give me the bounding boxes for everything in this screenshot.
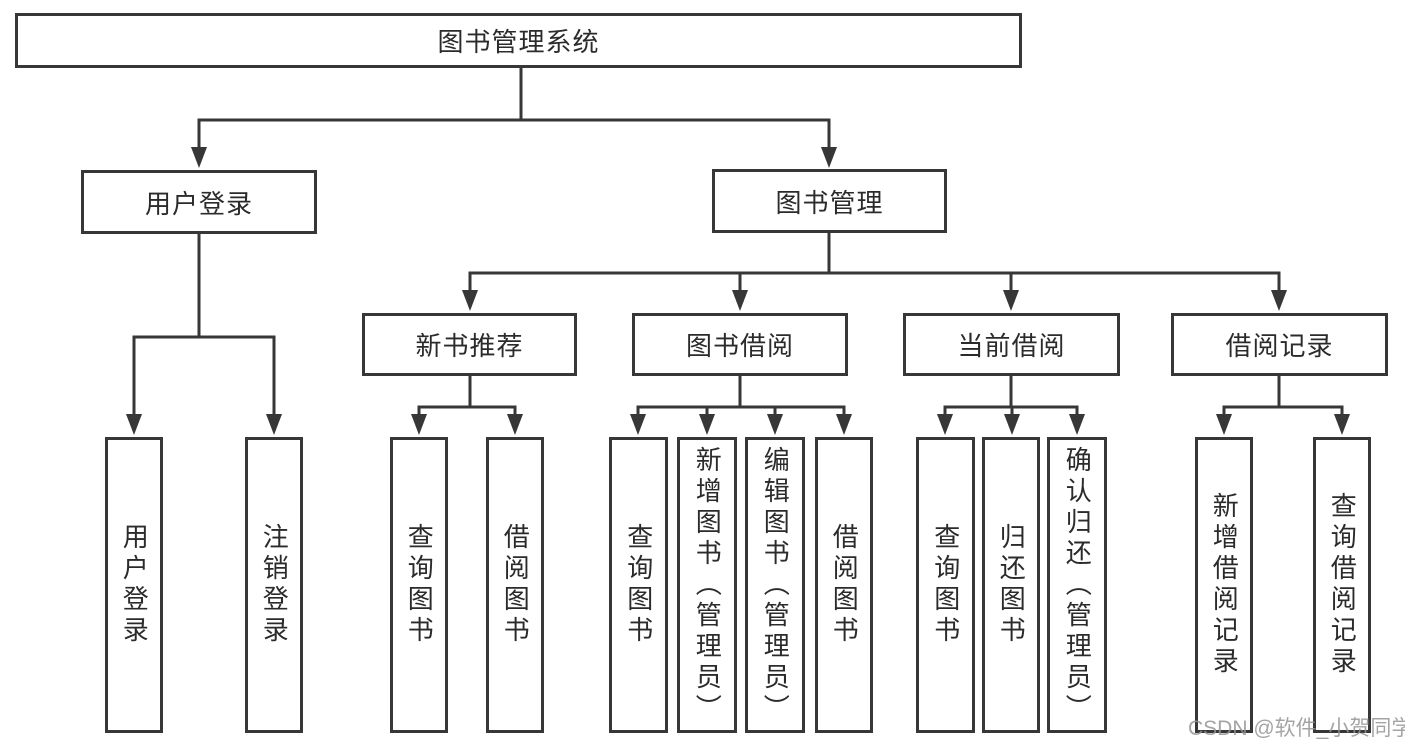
node-book-management: 图书管理 xyxy=(712,169,947,233)
node-borrow-records-label: 借阅记录 xyxy=(1225,331,1334,361)
leaf-confirm-return-admin-label: 确认归还（管理员） xyxy=(1062,445,1093,725)
node-root-label: 图书管理系统 xyxy=(437,27,600,57)
node-book-borrow-label: 图书借阅 xyxy=(685,331,794,361)
leaf-add-book-admin-label: 新增图书（管理员） xyxy=(692,445,723,725)
node-new-book-recommend: 新书推荐 xyxy=(362,313,577,376)
leaf-borrow-books-borrow: 借阅图书 xyxy=(815,437,873,733)
connector-current-borrow-branch xyxy=(943,376,1079,416)
leaf-borrow-books-recommend-label: 借阅图书 xyxy=(500,523,531,647)
leaf-logout-label: 注销登录 xyxy=(259,523,290,647)
leaf-user-login: 用户登录 xyxy=(105,437,163,733)
connector-borrow-records-branch xyxy=(1222,376,1344,416)
leaf-query-books-current-label: 查询图书 xyxy=(930,523,961,647)
leaf-edit-book-admin: 编辑图书（管理员） xyxy=(745,437,805,733)
leaf-add-borrow-record: 新增借阅记录 xyxy=(1195,437,1253,733)
leaf-query-books-current: 查询图书 xyxy=(916,437,975,733)
leaf-user-login-label: 用户登录 xyxy=(119,523,150,647)
node-borrow-records: 借阅记录 xyxy=(1171,313,1388,376)
connector-root-to-level2 xyxy=(197,68,831,150)
node-current-borrow-label: 当前借阅 xyxy=(957,331,1066,361)
leaf-query-books-borrow-label: 查询图书 xyxy=(623,523,654,647)
leaf-return-book-label: 归还图书 xyxy=(996,523,1027,647)
leaf-add-borrow-record-label: 新增借阅记录 xyxy=(1209,492,1240,678)
leaf-add-book-admin: 新增图书（管理员） xyxy=(677,437,737,733)
leaf-query-borrow-record-label: 查询借阅记录 xyxy=(1327,492,1358,678)
arrowheads xyxy=(126,147,1350,435)
connector-book-borrow-branch xyxy=(636,376,846,416)
leaf-query-books-recommend: 查询图书 xyxy=(390,437,448,733)
leaf-borrow-books-recommend: 借阅图书 xyxy=(486,437,544,733)
csdn-watermark: CSDN @软件_小贺同学 xyxy=(1188,717,1405,740)
leaf-borrow-books-borrow-label: 借阅图书 xyxy=(829,523,860,647)
connector-user-login-branch xyxy=(132,234,276,416)
leaf-confirm-return-admin: 确认归还（管理员） xyxy=(1047,437,1107,733)
leaf-edit-book-admin-label: 编辑图书（管理员） xyxy=(760,445,791,725)
leaf-return-book: 归还图书 xyxy=(982,437,1040,733)
leaf-logout: 注销登录 xyxy=(245,437,303,733)
leaf-query-books-recommend-label: 查询图书 xyxy=(404,523,435,647)
node-book-borrow: 图书借阅 xyxy=(632,313,848,376)
node-user-login-label: 用户登录 xyxy=(144,188,253,219)
leaf-query-books-borrow: 查询图书 xyxy=(609,437,668,733)
node-current-borrow: 当前借阅 xyxy=(903,313,1120,376)
node-user-login: 用户登录 xyxy=(81,170,317,234)
node-book-management-label: 图书管理 xyxy=(775,187,884,218)
connector-book-management-branch xyxy=(468,233,1281,292)
leaf-query-borrow-record: 查询借阅记录 xyxy=(1313,437,1371,733)
connector-new-book-branch xyxy=(417,376,517,416)
node-root: 图书管理系统 xyxy=(15,13,1022,68)
node-new-book-recommend-label: 新书推荐 xyxy=(415,331,524,361)
